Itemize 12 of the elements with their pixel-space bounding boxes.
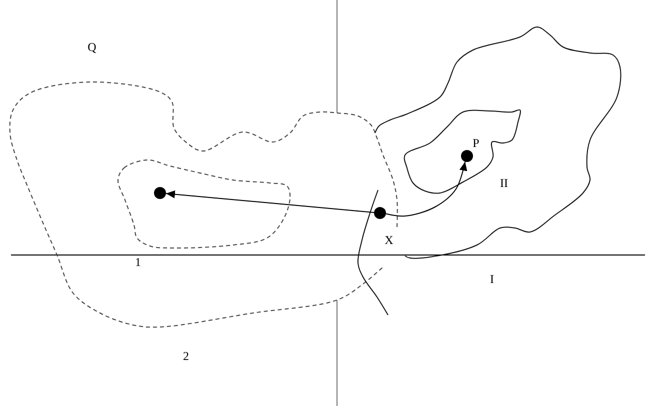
region-label: 1 (135, 256, 141, 268)
point-dot (461, 150, 473, 162)
region-label: II (500, 177, 508, 189)
region-label: I (490, 273, 494, 285)
point-label: X (384, 234, 394, 246)
region-label: Q (88, 41, 96, 53)
point-dot (374, 207, 386, 219)
point-dot (154, 187, 166, 199)
region-label: 2 (183, 350, 189, 362)
arrow (165, 190, 375, 213)
arrow (385, 161, 468, 217)
point-label: P (472, 137, 480, 149)
